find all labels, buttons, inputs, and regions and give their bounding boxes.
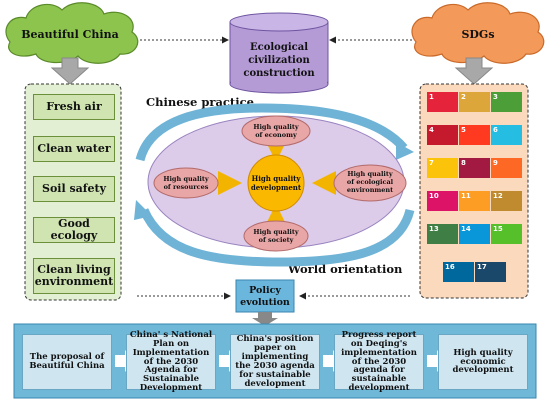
flow-step-beautiful-china: The proposal of Beautiful China (22, 334, 112, 390)
sdg-tile-10: 10 (427, 191, 458, 211)
sdg-tile-15-number: 15 (493, 225, 503, 233)
economy-ellipse: High quality of economy (241, 115, 311, 147)
ecological-line-2: of ecological (347, 178, 394, 186)
policy-line-1: Policy (249, 285, 281, 296)
sdg-tile-3-number: 3 (493, 93, 498, 101)
sdg-tile-5: 5 (459, 125, 490, 145)
sdg-tile-8-number: 8 (461, 159, 466, 167)
sdg-tile-7: 7 (427, 158, 458, 178)
beautiful-china-cloud: Beautiful China (5, 2, 139, 64)
sdg-tile-13-number: 13 (429, 225, 439, 233)
sdg-tile-12-number: 12 (493, 192, 503, 200)
sdg-tile-3: 3 (491, 92, 522, 112)
sdg-tile-8: 8 (459, 158, 490, 178)
bottom-cycle-arrow (139, 208, 415, 267)
sdg-tile-10-number: 10 (429, 192, 439, 200)
bottom-cycle-arrowhead (134, 200, 152, 220)
core-line-1: High quality (252, 174, 302, 183)
sdg-tile-4: 4 (427, 125, 458, 145)
cylinder-line-3: construction (243, 68, 315, 79)
sdg-tile-2-number: 2 (461, 93, 466, 101)
sdgs-cloud: SDGs (411, 2, 545, 64)
sdg-tile-6: 6 (491, 125, 522, 145)
ecological-ellipse: High quality of ecological environment (333, 164, 407, 202)
beautiful-china-title: Beautiful China (21, 28, 118, 41)
sdg-tile-1: 1 (427, 92, 458, 112)
society-line-2: of society (259, 236, 294, 244)
core-circle: High quality development (247, 154, 305, 212)
flow-step-position-paper: China's position paper on implementing t… (230, 334, 320, 390)
economy-line-2: of economy (255, 131, 297, 139)
ecological-line-3: environment (347, 186, 393, 194)
sdg-tile-12: 12 (491, 191, 522, 211)
ecological-civilization-cylinder: Ecological civilization construction (229, 12, 329, 94)
left-down-arrow (50, 57, 90, 85)
top-cycle-arrowhead (396, 142, 414, 160)
cylinder-line-1: Ecological (250, 42, 308, 53)
resources-line-1: High quality (163, 175, 209, 183)
flow-step-high-quality: High quality economic development (438, 334, 528, 390)
item-clean-water: Clean water (33, 136, 115, 162)
policy-line-2: evolution (240, 297, 290, 308)
flow-step-deqing-report: Progress report on Deqing's implementati… (334, 330, 424, 393)
core-line-2: development (251, 183, 302, 192)
society-ellipse: High quality of society (243, 220, 309, 252)
sdg-tile-2: 2 (459, 92, 490, 112)
item-clean-living: Clean living environment (33, 258, 115, 294)
economy-line-1: High quality (253, 123, 299, 131)
item-fresh-air: Fresh air (33, 94, 115, 120)
sdg-tile-1-number: 1 (429, 93, 434, 101)
society-line-1: High quality (253, 228, 299, 236)
sdg-tile-17-number: 17 (477, 263, 487, 271)
sdg-tile-9: 9 (491, 158, 522, 178)
cylinder-line-2: civilization (248, 55, 310, 66)
ecological-line-1: High quality (347, 170, 393, 178)
sdg-tile-9-number: 9 (493, 159, 498, 167)
sdg-tile-4-number: 4 (429, 126, 434, 134)
item-good-ecology: Good ecology (33, 217, 115, 243)
right-down-arrow (454, 57, 494, 85)
sdg-tile-7-number: 7 (429, 159, 434, 167)
policy-evolution-box: Policy evolution (235, 279, 295, 313)
sdg-tile-14: 14 (459, 224, 490, 244)
sdg-tile-11-number: 11 (461, 192, 471, 200)
sdg-tile-16: 16 (443, 262, 474, 282)
item-soil-safety: Soil safety (33, 176, 115, 202)
top-cycle-arrow (135, 103, 408, 162)
world-orientation-label: World orientation (287, 262, 403, 276)
resources-ellipse: High quality of resources (153, 167, 219, 199)
policy-down-arrow (252, 312, 278, 326)
sdg-tile-15: 15 (491, 224, 522, 244)
resources-line-2: of resources (164, 183, 209, 191)
flow-step-national-plan: China' s National Plan on Implementation… (126, 330, 216, 393)
sdg-tile-5-number: 5 (461, 126, 466, 134)
sdg-tile-13: 13 (427, 224, 458, 244)
sdgs-title: SDGs (461, 28, 494, 41)
sdg-tile-14-number: 14 (461, 225, 471, 233)
sdg-tile-11: 11 (459, 191, 490, 211)
sdg-tile-17: 17 (475, 262, 506, 282)
sdg-tile-6-number: 6 (493, 126, 498, 134)
sdg-tile-16-number: 16 (445, 263, 455, 271)
